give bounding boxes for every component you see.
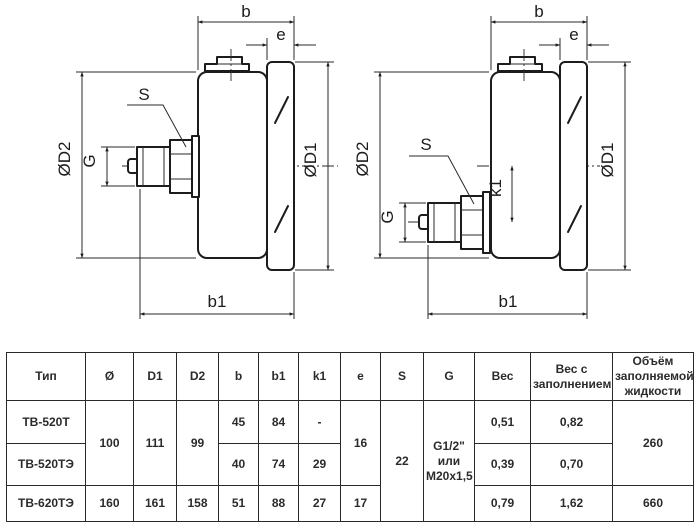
header-d1: D1	[133, 352, 177, 401]
fill-plug	[497, 49, 543, 81]
cell-b1: 84	[258, 400, 299, 444]
cell-b1: 88	[258, 485, 299, 522]
cell-d1: 161	[133, 485, 177, 522]
dimension-b1: b1	[427, 245, 588, 319]
header-weight: Вес	[474, 352, 531, 401]
glass-mark-top	[274, 96, 289, 124]
header-fill-volume: Объём заполняемой жидкости	[612, 352, 694, 401]
dim-label-e: e	[569, 25, 578, 44]
table-row: ТВ-620ТЭ 160 161 158 51 88 27 17 0,79 1,…	[6, 485, 694, 522]
dimension-d1: ØD1	[295, 61, 334, 271]
cell-d1-merged: 111	[133, 400, 177, 486]
dimension-g: G	[80, 146, 135, 187]
fill-plug	[204, 49, 250, 81]
dim-label-s: S	[138, 85, 149, 104]
cell-diameter: 160	[85, 485, 134, 522]
header-b1: b1	[258, 352, 299, 401]
cell-k1: 29	[298, 443, 341, 486]
hex-nut	[169, 139, 193, 194]
cell-volume-merged: 260	[612, 400, 694, 486]
cell-g-merged: G1/2" или M20x1,5	[423, 400, 475, 522]
header-e: e	[340, 352, 381, 401]
dimension-k1: k1	[486, 165, 514, 223]
header-diameter: Ø	[85, 352, 134, 401]
cell-b: 51	[218, 485, 259, 522]
header-s: S	[380, 352, 424, 401]
header-k1: k1	[298, 352, 341, 401]
dim-label-g: G	[378, 210, 397, 223]
dimension-d2: ØD2	[55, 71, 196, 259]
dim-label-b: b	[241, 2, 250, 21]
technical-drawing: b e ØD2 ØD1 G	[55, 2, 631, 319]
cell-weight: 0,39	[474, 443, 531, 486]
right-diagram: b e ØD2 ØD1 k1	[353, 2, 631, 319]
table-header-row: Тип Ø D1 D2 b b1 k1 e S G Вес Вес с запо…	[6, 352, 694, 401]
hex-nut	[460, 195, 484, 250]
table-row: ТВ-520Т 100 111 99 45 84 - 16 22 G1/2" и…	[6, 400, 694, 522]
bezel-outline	[559, 61, 588, 271]
glass-mark-bottom	[274, 205, 289, 233]
leader-s: S	[409, 135, 475, 205]
cell-b: 45	[218, 400, 259, 444]
dimension-b1: b1	[139, 189, 295, 319]
dim-label-b1: b1	[208, 292, 227, 311]
glass-mark-top	[567, 96, 582, 124]
dim-label-g: G	[80, 154, 99, 167]
dim-label-k1: k1	[486, 179, 505, 197]
cell-d2-merged: 99	[176, 400, 219, 486]
cell-weight: 0,51	[474, 400, 531, 444]
connection-stem	[127, 135, 200, 198]
cell-type: ТВ-520ТЭ	[6, 443, 86, 486]
dim-label-d1: ØD1	[301, 143, 320, 178]
dimension-d2: ØD2	[353, 71, 489, 259]
cell-diameter-merged: 100	[85, 400, 134, 486]
cell-e: 17	[340, 485, 381, 522]
dimension-e: e	[539, 25, 609, 60]
dim-label-s: S	[420, 135, 431, 154]
left-diagram: b e ØD2 ØD1 G	[55, 2, 338, 319]
header-b: b	[218, 352, 259, 401]
cell-weight: 0,79	[474, 485, 531, 522]
header-weight-filled: Вес с заполнением	[530, 352, 613, 401]
dimension-g: G	[378, 202, 426, 243]
header-g: G	[423, 352, 475, 401]
dimension-b: b	[197, 2, 295, 70]
cell-k1: 27	[298, 485, 341, 522]
dim-label-e: e	[276, 25, 285, 44]
case-outline	[490, 71, 561, 259]
dimension-e: e	[246, 25, 316, 60]
dim-label-d1: ØD1	[598, 143, 617, 178]
cell-d2: 158	[176, 485, 219, 522]
cell-k1: -	[298, 400, 341, 444]
glass-mark-bottom	[567, 205, 582, 233]
dimension-b: b	[490, 2, 588, 70]
cell-type: ТВ-520Т	[6, 400, 86, 444]
header-type: Тип	[6, 352, 86, 401]
cell-s-merged: 22	[380, 400, 424, 522]
leader-s: S	[127, 85, 187, 148]
stem-flange	[482, 191, 491, 254]
header-d2: D2	[176, 352, 219, 401]
cell-e-merged: 16	[340, 400, 381, 486]
dim-label-b: b	[534, 2, 543, 21]
table-row: ТВ-520ТЭ 40 74 29 0,39 0,70	[6, 443, 694, 486]
dimension-d1: ØD1	[588, 61, 631, 271]
bezel-outline	[266, 61, 295, 271]
spec-table: Тип Ø D1 D2 b b1 k1 e S G Вес Вес с запо…	[6, 352, 694, 522]
dim-label-b1: b1	[499, 292, 518, 311]
stem-nipple	[136, 146, 171, 187]
stem-flange	[191, 135, 200, 198]
dim-label-d2: ØD2	[55, 142, 74, 177]
case-outline	[197, 71, 268, 259]
cell-weight-filled: 1,62	[530, 485, 613, 522]
cell-weight-filled: 0,70	[530, 443, 613, 486]
cell-volume: 660	[612, 485, 694, 522]
stem-nipple	[427, 202, 462, 243]
cell-weight-filled: 0,82	[530, 400, 613, 444]
cell-b: 40	[218, 443, 259, 486]
dim-label-d2: ØD2	[353, 142, 372, 177]
connection-stem	[418, 191, 491, 254]
cell-b1: 74	[258, 443, 299, 486]
cell-type: ТВ-620ТЭ	[6, 485, 86, 522]
